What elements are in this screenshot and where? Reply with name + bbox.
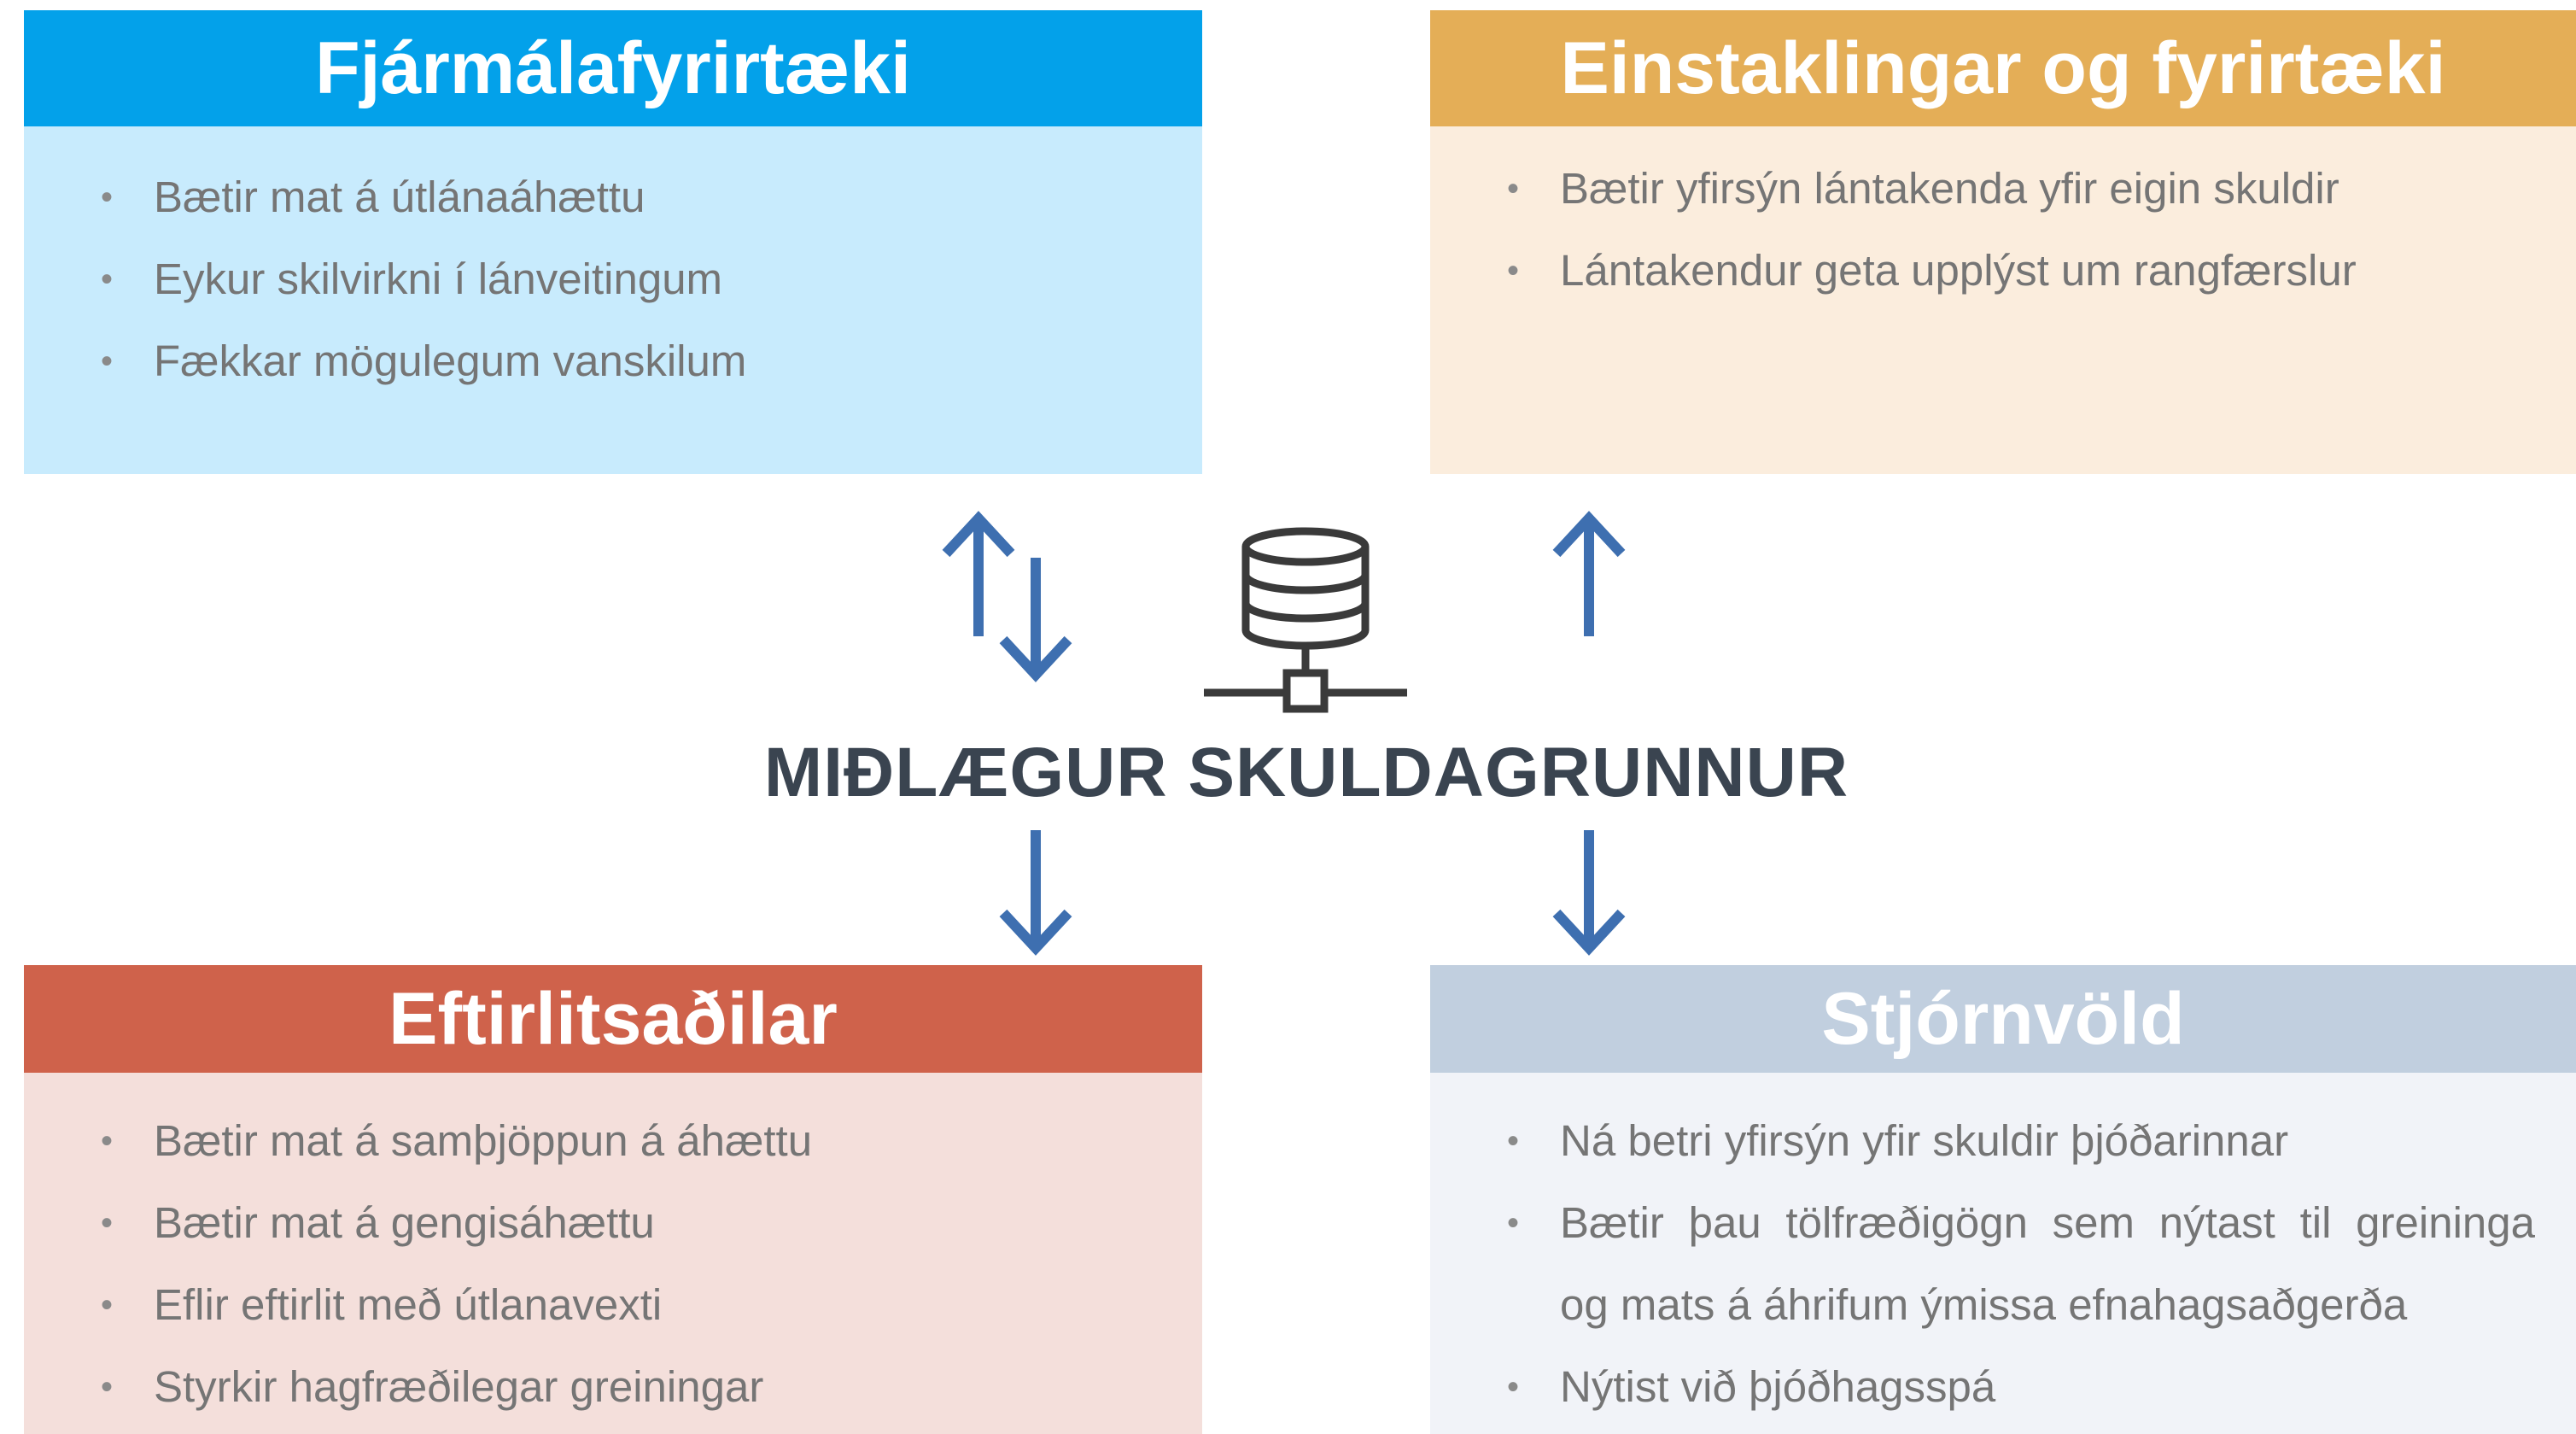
list-item-text: og mats á áhrifum ýmissa efnahagsaðgerða (1560, 1280, 2408, 1329)
panel-header: Fjármálafyrirtæki (24, 10, 1202, 126)
bullet-icon: • (1507, 1204, 1520, 1242)
panel-body: • Ná betri yfirsýn yfir skuldir þjóðarinn… (1430, 1073, 2576, 1434)
list-item-text: Bætir mat á samþjöppun á áhættu (154, 1116, 813, 1165)
bullet-icon: • (1507, 170, 1520, 208)
list-item: • Lántakendur geta upplýst um rangfærslur (1430, 230, 2576, 312)
bullet-icon: • (1507, 252, 1520, 290)
bullet-list: • Bætir mat á útlánaáhættu • Eykur skilvir… (24, 156, 1202, 402)
panel-header: Einstaklingar og fyrirtæki (1430, 10, 2576, 126)
list-item-text: Bætir yfirsýn lántakenda yfir eigin skul… (1560, 164, 2339, 213)
arrow-down-icon (999, 558, 1072, 682)
list-item: • Styrkir hagfræðilegar greiningar (24, 1346, 1202, 1428)
panel-body: • Bætir mat á samþjöppun á áhættu • Bætir … (24, 1073, 1202, 1434)
bullet-icon: • (101, 260, 114, 298)
list-item: • Nýtist við þjóðhagsspá (1430, 1346, 2576, 1428)
bullet-icon: • (1507, 1368, 1520, 1406)
bullet-icon: • (101, 342, 114, 380)
bullet-list: • Ná betri yfirsýn yfir skuldir þjóðarinn… (1430, 1100, 2576, 1428)
list-item-continuation: og mats á áhrifum ýmissa efnahagsaðgerða (1430, 1264, 2576, 1346)
list-item-text: Nýtist við þjóðhagsspá (1560, 1362, 1996, 1411)
list-item-text: Bætir mat á útlánaáhættu (154, 173, 645, 221)
central-database-title: MIÐLÆGUR SKULDAGRUNNUR (763, 734, 1849, 811)
list-item: • Bætir mat á gengisáhættu (24, 1182, 1202, 1264)
list-item: • Fækkar mögulegum vanskilum (24, 320, 1202, 402)
database-network-icon (1204, 527, 1407, 713)
panel-body: • Bætir mat á útlánaáhættu • Eykur skilvir… (24, 126, 1202, 474)
list-item-text: Eflir eftirlit með útlanavexti (154, 1280, 663, 1329)
bullet-list: • Bætir mat á samþjöppun á áhættu • Bætir … (24, 1100, 1202, 1428)
bullet-list: • Bætir yfirsýn lántakenda yfir eigin sku… (1430, 148, 2576, 312)
bullet-icon: • (101, 1286, 114, 1324)
list-item-text: Bætir þau tölfræðigögn sem nýtast til gr… (1560, 1198, 2535, 1247)
arrow-down-icon (999, 830, 1072, 956)
list-item-text: Styrkir hagfræðilegar greiningar (154, 1362, 764, 1411)
panel-header: Eftirlitsaðilar (24, 965, 1202, 1073)
list-item: • Bætir yfirsýn lántakenda yfir eigin sku… (1430, 148, 2576, 230)
arrow-up-icon (942, 511, 1015, 636)
bullet-icon: • (101, 179, 114, 216)
list-item-text: Ná betri yfirsýn yfir skuldir þjóðarinna… (1560, 1116, 2289, 1165)
list-item-text: Eykur skilvirkni í lánveitingum (154, 255, 723, 303)
panel-government: Stjórnvöld • Ná betri yfirsýn yfir skuldi… (1430, 965, 2576, 1434)
panel-body: • Bætir yfirsýn lántakenda yfir eigin sku… (1430, 126, 2576, 474)
panel-individuals-companies: Einstaklingar og fyrirtæki • Bætir yfirsý… (1430, 10, 2576, 474)
bullet-icon: • (101, 1122, 114, 1160)
list-item-text: Lántakendur geta upplýst um rangfærslur (1560, 246, 2357, 295)
list-item: • Bætir mat á samþjöppun á áhættu (24, 1100, 1202, 1182)
list-item-text: Bætir mat á gengisáhættu (154, 1198, 655, 1247)
list-item: • Eflir eftirlit með útlanavexti (24, 1264, 1202, 1346)
bullet-icon: • (101, 1204, 114, 1242)
list-item: • Eykur skilvirkni í lánveitingum (24, 238, 1202, 320)
list-item-text: Fækkar mögulegum vanskilum (154, 337, 747, 385)
list-item: • Bætir þau tölfræðigögn sem nýtast til g… (1430, 1182, 2576, 1264)
panel-financial-institutions: Fjármálafyrirtæki • Bætir mat á útlánaáhæ… (24, 10, 1202, 474)
arrow-up-icon (1552, 511, 1626, 636)
panel-header: Stjórnvöld (1430, 965, 2576, 1073)
list-item: • Ná betri yfirsýn yfir skuldir þjóðarinn… (1430, 1100, 2576, 1182)
bullet-icon: • (1507, 1122, 1520, 1160)
list-item: • Bætir mat á útlánaáhættu (24, 156, 1202, 238)
arrow-down-icon (1552, 830, 1626, 956)
panel-supervisors: Eftirlitsaðilar • Bætir mat á samþjöppun … (24, 965, 1202, 1434)
bullet-icon: • (101, 1368, 114, 1406)
